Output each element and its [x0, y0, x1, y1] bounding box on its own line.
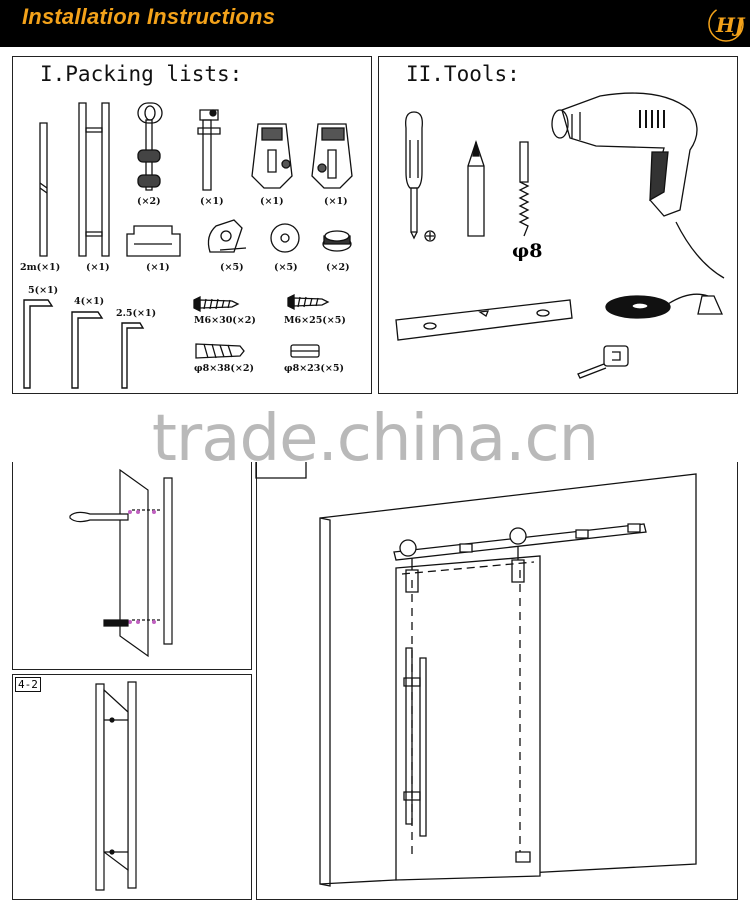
step-4-2-label: 4-2: [15, 677, 41, 692]
logo-text: HJ: [715, 13, 746, 37]
tape-measure-tool: [578, 346, 628, 378]
handle-part: [79, 103, 109, 256]
qty-hex-5: 5(×1): [28, 285, 59, 296]
qty-washer: (×5): [274, 262, 298, 273]
spirit-level-tool: [396, 300, 572, 340]
anchor-8x23-part: [291, 345, 319, 357]
qty-roller: (×2): [137, 196, 161, 207]
screw-m6x30-part: [194, 297, 238, 311]
qty-hex-25: 2.5(×1): [116, 308, 157, 319]
clamp-a-part: [252, 124, 292, 188]
power-drill-tool: [552, 93, 724, 278]
qty-guide: (×1): [146, 262, 170, 273]
qty-bracket: (×5): [220, 262, 244, 273]
hex-key-2-5: [122, 323, 143, 388]
bracket-part: [208, 220, 246, 252]
tools-title: II.Tools:: [406, 62, 520, 86]
qty-screw-m6x25: M6×25(×5): [284, 315, 346, 326]
guide-part: [127, 226, 180, 256]
qty-rod: 2m(×1): [20, 262, 61, 273]
qty-hex-4: 4(×1): [74, 296, 105, 307]
qty-screw-m6x30: M6×30(×2): [194, 315, 256, 326]
pencil-tool: [468, 142, 484, 236]
qty-clamp-b: (×1): [324, 196, 348, 207]
qty-handle: (×1): [86, 262, 110, 273]
step-4-2-panel: [12, 674, 252, 900]
rod-part: [40, 123, 47, 256]
page-title: Installation Instructions: [22, 4, 276, 29]
roller-part: [138, 103, 162, 190]
qty-clamp-a: (×1): [260, 196, 284, 207]
qty-anchor-8x23: φ8×23(×5): [284, 363, 344, 374]
packing-list-title: I.Packing lists:: [40, 62, 243, 86]
qty-stopper: (×1): [200, 196, 224, 207]
anchor-8x38-part: [196, 344, 244, 358]
screw-m6x25-part: [288, 295, 328, 309]
screwdriver-tool: [406, 112, 435, 241]
brand-logo: HJ: [706, 4, 746, 44]
hex-key-5: [24, 300, 52, 388]
cap-part: [323, 231, 351, 251]
drill-bit-size: φ8: [512, 240, 543, 262]
stopper-part: [198, 110, 220, 190]
header-bar: Installation Instructions HJ: [0, 0, 750, 47]
cable-reel-tool: [606, 294, 722, 318]
washer-part: [271, 224, 299, 252]
clamp-b-part: [312, 124, 352, 188]
hex-key-4: [72, 312, 102, 388]
qty-anchor-8x38: φ8×38(×2): [194, 363, 254, 374]
qty-cap: (×2): [326, 262, 350, 273]
drill-bit-tool: [520, 142, 528, 236]
